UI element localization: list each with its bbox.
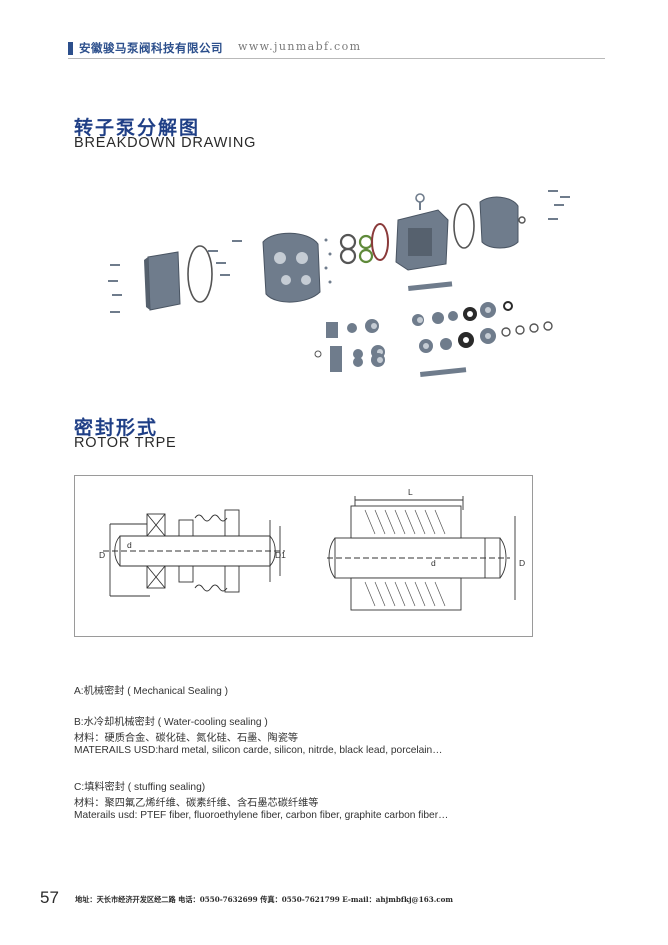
- company-name: 安徽骏马泵阀科技有限公司: [79, 41, 223, 55]
- footer-contact: 地址：天长市经济开发区经二路 电话：0550-7632699 传真：0550-7…: [75, 895, 454, 904]
- header-accent-bar: [68, 42, 73, 55]
- desc-a-mechanical: A:机械密封 ( Mechanical Sealing ): [74, 686, 228, 697]
- exploded-pump-drawing: [108, 190, 570, 377]
- shaft-upper: [408, 281, 453, 291]
- rotor-title-en: ROTOR TRPE: [74, 435, 177, 451]
- desc-b-water-cooling: B:水冷却机械密封 ( Water-cooling sealing ): [74, 717, 268, 728]
- desc-b-materials-en: MATERAILS USD:hard metal, silicon carde,…: [74, 745, 443, 756]
- desc-b-materials-cn: 材料：硬质合金、碳化硅、氮化硅、石墨、陶瓷等: [74, 733, 299, 744]
- stuffing-seal-section: [327, 496, 516, 611]
- o-ring: [339, 233, 357, 251]
- label-right-d: d: [431, 558, 436, 568]
- mechanical-seal-section: [103, 509, 285, 597]
- seal-row-upper: [326, 301, 513, 338]
- label-right-D: D: [519, 558, 525, 568]
- pump-cover: [262, 232, 321, 303]
- label-right-L: L: [408, 487, 413, 497]
- gasket-outline-left: [187, 245, 213, 303]
- gasket-outline-right: [453, 203, 475, 249]
- desc-c-materials-en: Materails usd: PTEF fiber, fluoroethylen…: [74, 810, 449, 821]
- label-left-d: d: [127, 540, 132, 550]
- seal-row-middle: [314, 321, 553, 362]
- bolt-group-left: [108, 264, 122, 313]
- seal-drawing-box: D d D1 L: [74, 475, 533, 637]
- label-left-D: D: [99, 550, 105, 560]
- end-cover-plate: [147, 251, 181, 311]
- seal-row-lower: [330, 353, 385, 372]
- breakdown-title-cn: 转子泵分解图: [74, 117, 201, 139]
- desc-c-materials-cn: 材料：聚四氟乙烯纤维、碳素纤维、含石墨芯碳纤维等: [74, 798, 319, 809]
- seal-cross-section-drawing: D d D1 L: [99, 487, 525, 611]
- rotor-title-cn: 密封形式: [74, 417, 159, 439]
- page-number: 57: [40, 888, 59, 907]
- breakdown-title-en: BREAKDOWN DRAWING: [74, 135, 257, 151]
- header-divider: [68, 58, 605, 59]
- website-url[interactable]: www.junmabf.com: [238, 40, 362, 53]
- desc-c-stuffing: C:填料密封 ( stuffing sealing): [74, 782, 206, 793]
- shaft-lower: [420, 367, 467, 377]
- rear-cover: [479, 196, 519, 249]
- label-left-D1: D1: [275, 550, 286, 560]
